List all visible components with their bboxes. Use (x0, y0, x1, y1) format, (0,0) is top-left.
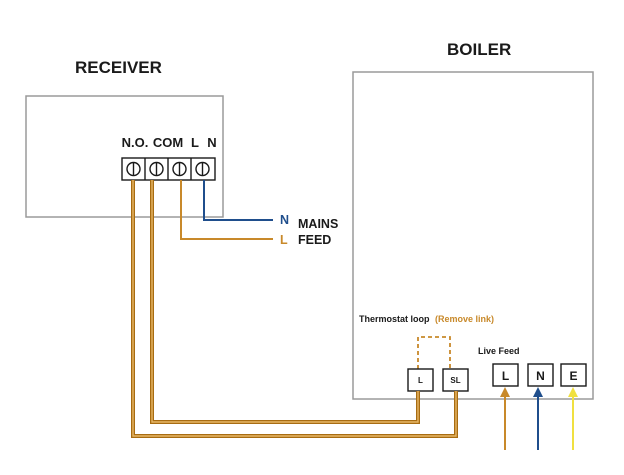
live-feed-e-arrow-icon (568, 387, 578, 450)
mains-label-line2: FEED (298, 233, 331, 247)
live-feed-l-arrow-icon (500, 387, 510, 450)
receiver-title: RECEIVER (75, 58, 162, 77)
boiler-terminal-l-feed-label: L (502, 369, 509, 383)
boiler-terminal-l-feed (492, 363, 519, 387)
receiver-screw-com-icon (149, 161, 164, 177)
receiver-screw-l-icon (172, 161, 187, 177)
receiver-screw-n-icon (195, 161, 210, 177)
receiver-terminal-label-com: COM (153, 135, 183, 150)
thermostat-loop-caption: Thermostat loop (Remove link) (359, 314, 494, 324)
boiler-terminal-e-feed-label: E (569, 369, 577, 383)
wire-mains-live (180, 180, 273, 240)
wire-com-to-sl (150, 180, 420, 424)
receiver-terminal-label-no: N.O. (122, 135, 149, 150)
mains-l-letter: L (280, 233, 288, 247)
boiler-terminal-n-feed-label: N (536, 369, 545, 383)
mains-n-letter: N (280, 213, 289, 227)
boiler-box (352, 71, 594, 400)
boiler-terminal-sl-label: SL (450, 376, 460, 385)
thermostat-loop-label: Thermostat loop (359, 314, 430, 324)
boiler-title: BOILER (447, 40, 511, 59)
boiler-terminal-n-feed (527, 363, 554, 387)
wire-mains-neutral (203, 180, 273, 221)
receiver-terminal-label-n: N (207, 135, 216, 150)
wire-no-to-l-loop (131, 180, 458, 438)
thermostat-link-dashed (417, 336, 451, 369)
live-feed-label: Live Feed (478, 346, 520, 356)
boiler-terminal-l-loop (407, 368, 434, 392)
receiver-screw-no-icon (126, 161, 141, 177)
receiver-terminal-block (121, 157, 216, 181)
receiver-box (25, 95, 224, 218)
live-feed-n-arrow-icon (533, 387, 543, 450)
remove-link-label: (Remove link) (435, 314, 494, 324)
mains-label-line1: MAINS (298, 217, 338, 231)
boiler-terminal-l-loop-label: L (418, 376, 423, 385)
receiver-terminal-label-l: L (191, 135, 199, 150)
boiler-terminal-e-feed (560, 363, 587, 387)
